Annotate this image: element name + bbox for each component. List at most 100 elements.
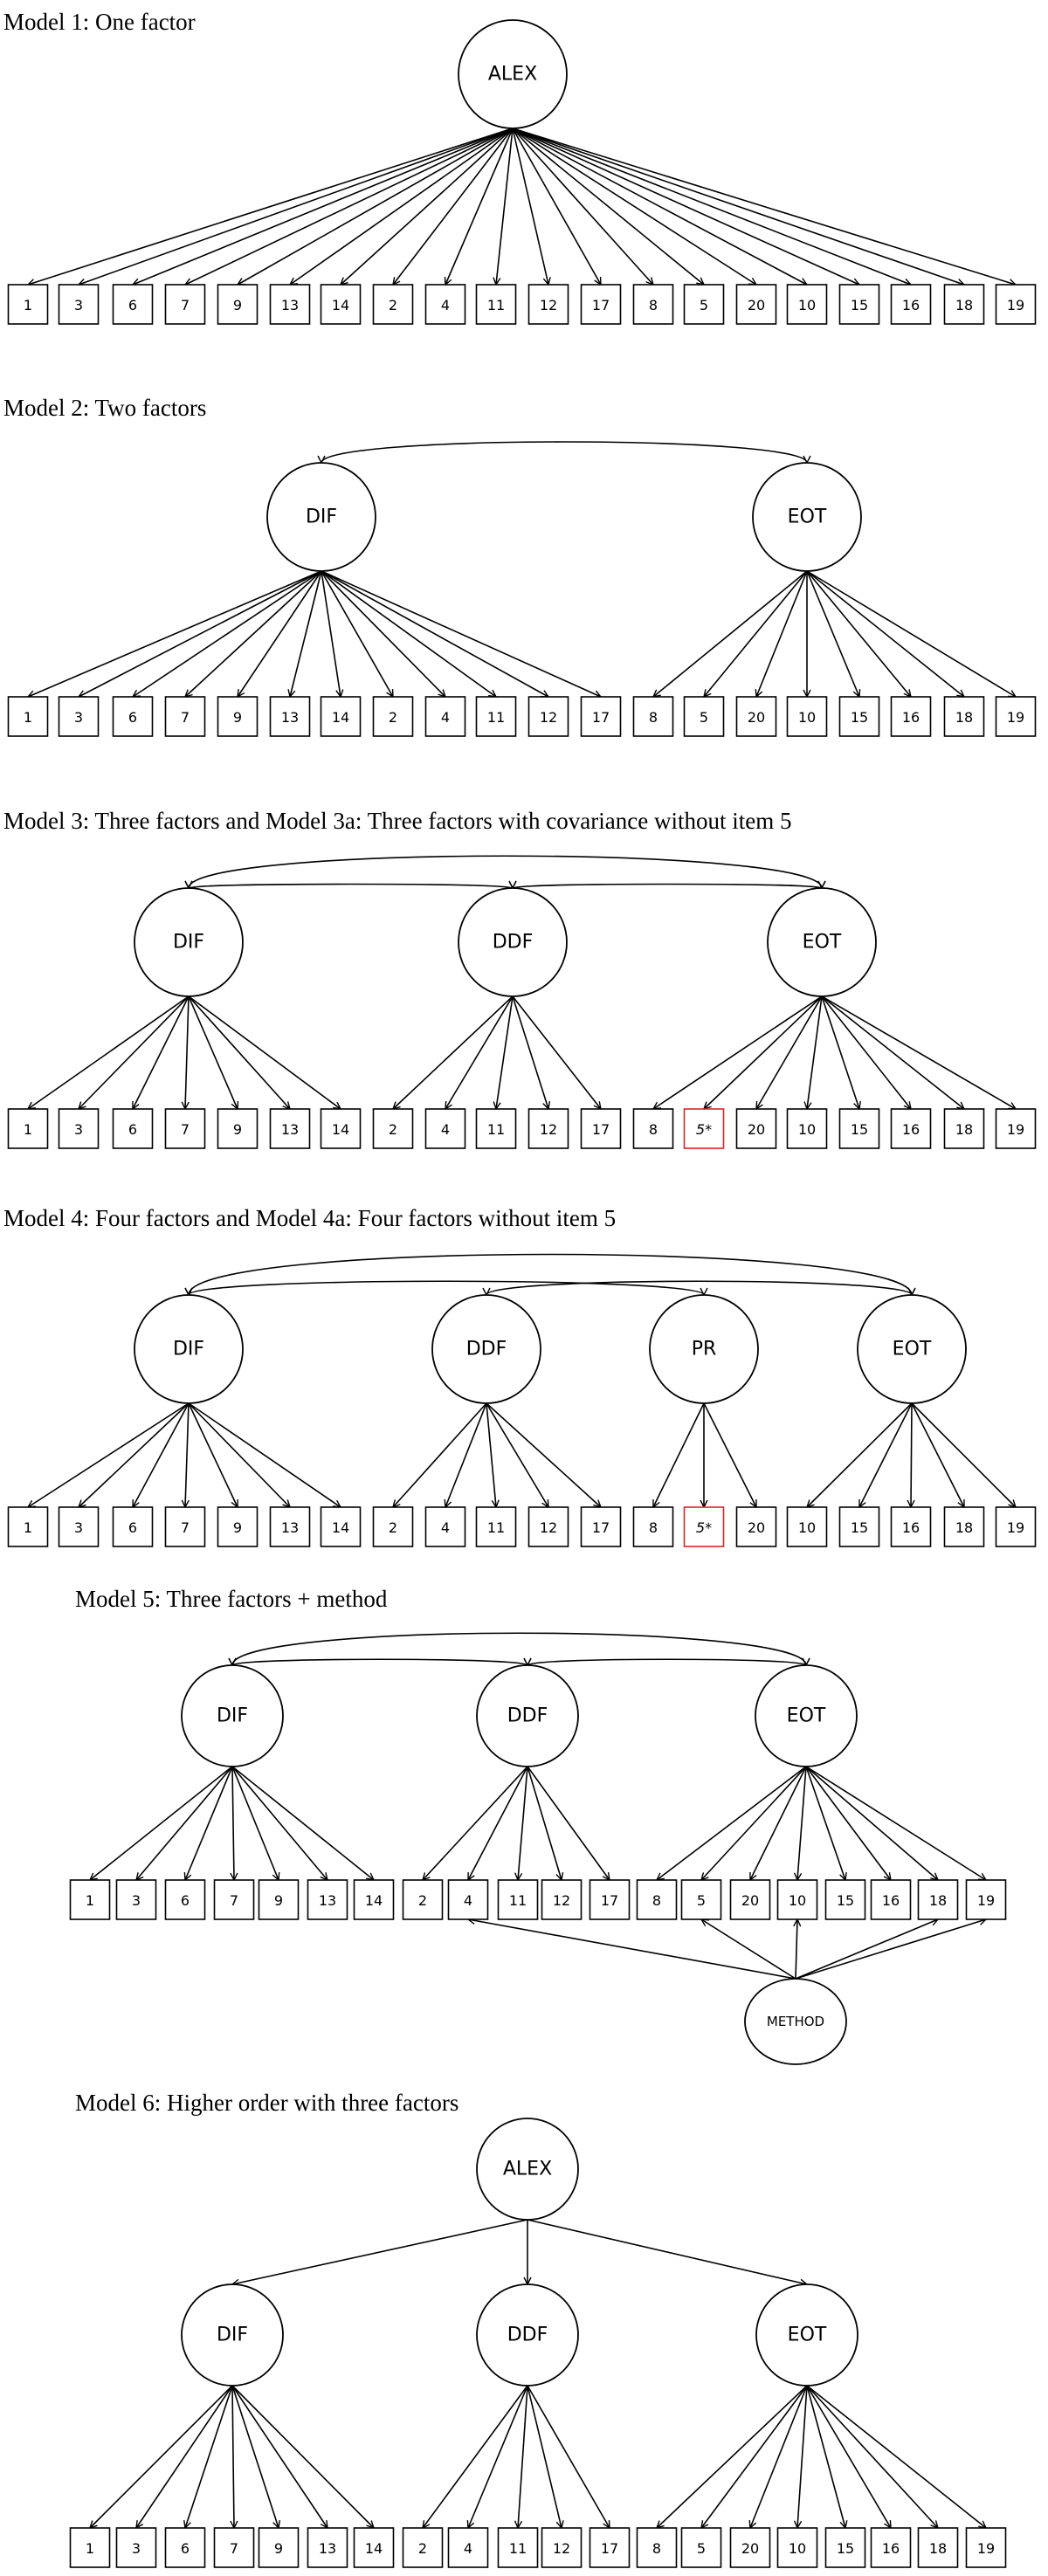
model-4-item-7: 7 [164, 1506, 206, 1547]
item-label: 9 [233, 709, 242, 726]
item-box [838, 1108, 880, 1149]
model-5-item-19: 19 [965, 1879, 1007, 1920]
latent-ellipse [752, 462, 862, 572]
item-label: 19 [977, 2540, 995, 2557]
model-4-latent-dif: DIF [134, 1294, 244, 1404]
item-label: 4 [464, 1892, 472, 1909]
model-2-item-18: 18 [943, 696, 985, 737]
model-3-item-1: 1 [7, 1108, 49, 1149]
item-label: 20 [741, 1892, 759, 1909]
loading-arrow [90, 1766, 233, 1880]
item-box [735, 1108, 777, 1149]
latent-ellipse [767, 887, 877, 997]
item-label: 18 [929, 2540, 947, 2557]
loading-arrow [653, 995, 823, 1109]
item-box [402, 2527, 444, 2568]
loading-arrow [79, 995, 190, 1109]
item-box [497, 2527, 539, 2568]
covariance-arc [232, 1659, 527, 1665]
latent-label: EOT [788, 506, 827, 528]
loading-arrow [657, 1766, 807, 1880]
model-6-item-12: 12 [541, 2527, 583, 2568]
loading-arrow [486, 1402, 548, 1507]
item-box [683, 1506, 725, 1547]
item-box [527, 696, 569, 737]
item-label: 14 [332, 297, 349, 313]
model-5-item-10: 10 [776, 1879, 818, 1920]
latent-ellipse [476, 2283, 579, 2387]
item-box [786, 1506, 828, 1547]
model-6-item-19: 19 [965, 2527, 1007, 2568]
model-1-item-15: 15 [838, 284, 880, 325]
item-label: 15 [851, 709, 868, 726]
model-6-item-10: 10 [776, 2527, 818, 2568]
loading-arrow [321, 570, 341, 697]
item-box [838, 284, 880, 325]
item-box [7, 284, 49, 325]
item-label: 12 [540, 1121, 557, 1138]
item-label: 17 [601, 1892, 618, 1909]
item-box [995, 284, 1037, 325]
latent-ellipse [266, 462, 376, 572]
loading-arrow [806, 570, 911, 697]
latent-label: EOT [803, 932, 842, 954]
model-4-item-19: 19 [995, 1506, 1037, 1547]
item-label: 2 [418, 2540, 427, 2557]
model-6-item-6: 6 [164, 2527, 206, 2568]
loading-arrow [486, 1402, 601, 1507]
latent-ellipse [458, 887, 568, 997]
item-label: 13 [281, 709, 299, 726]
item-label: 14 [365, 2540, 383, 2557]
item-label: 5* [696, 1519, 712, 1536]
item-label: 16 [882, 2540, 900, 2557]
loading-arrow [756, 570, 808, 697]
model-4-item-13: 13 [269, 1506, 311, 1547]
model-5-item-7: 7 [213, 1879, 255, 1920]
item-box [838, 1506, 880, 1547]
item-box [475, 284, 517, 325]
item-box [589, 2527, 631, 2568]
model-1-item-8: 8 [632, 284, 674, 325]
model-2-item-17: 17 [580, 696, 622, 737]
item-box [58, 696, 100, 737]
loading-arrow [701, 1766, 807, 1880]
model-5-item-16: 16 [870, 1879, 912, 1920]
item-label: 18 [955, 1121, 973, 1138]
item-box [683, 284, 725, 325]
item-label: 16 [882, 1892, 900, 1909]
item-box [217, 1506, 259, 1547]
item-box [632, 284, 674, 325]
item-label: 15 [851, 1121, 868, 1138]
loading-arrow [806, 2385, 938, 2528]
item-box [632, 1108, 674, 1149]
item-label: 6 [181, 2540, 190, 2557]
item-box [112, 1506, 154, 1547]
loading-arrow [512, 127, 807, 285]
model-6-item-18: 18 [917, 2527, 959, 2568]
item-label: 10 [789, 1892, 806, 1909]
covariance-arc [527, 1659, 806, 1665]
item-box [353, 2527, 395, 2568]
item-label: 15 [837, 1892, 854, 1909]
item-box [372, 1506, 414, 1547]
model-1-item-17: 17 [580, 284, 622, 325]
item-box [683, 1108, 725, 1149]
model-2-item-4: 4 [424, 696, 466, 737]
model-5-title: Model 5: Three factors + method [75, 1586, 388, 1612]
covariance-arc [321, 441, 807, 463]
item-box [112, 696, 154, 737]
item-box [943, 1108, 985, 1149]
loading-arrow [445, 127, 514, 285]
item-label: 4 [441, 709, 450, 726]
model-2-item-8: 8 [632, 696, 674, 737]
loading-arrow [512, 127, 704, 285]
loading-arrow [512, 127, 964, 285]
item-label: 20 [748, 1121, 765, 1138]
covariance-arc [513, 885, 822, 889]
item-box [580, 1506, 622, 1547]
latent-ellipse [134, 887, 244, 997]
model-3-item-14: 14 [320, 1108, 362, 1149]
item-label: 6 [181, 1892, 190, 1909]
latent-ellipse [181, 1664, 284, 1767]
loading-arrow [188, 995, 238, 1109]
